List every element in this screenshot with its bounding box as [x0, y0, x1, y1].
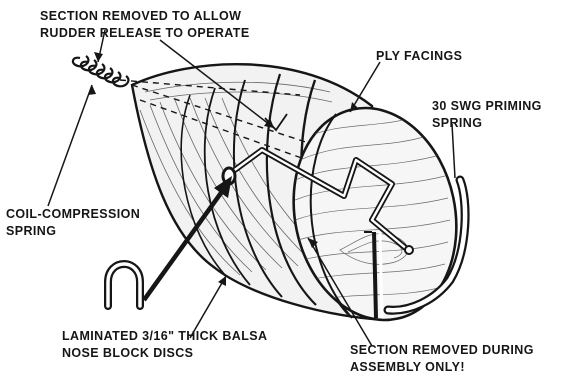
label-line: LAMINATED 3/16" THICK BALSA [62, 328, 267, 345]
label-line: NOSE BLOCK DISCS [62, 345, 267, 362]
label-line: RUDDER RELEASE TO OPERATE [40, 25, 250, 42]
label-coil-spring: COIL-COMPRESSION SPRING [6, 206, 140, 240]
label-line: SECTION REMOVED DURING [350, 342, 534, 359]
label-line: COIL-COMPRESSION [6, 206, 140, 223]
label-line: SPRING [6, 223, 140, 240]
label-line: PLY FACINGS [376, 48, 462, 65]
label-line: 30 SWG PRIMING [432, 98, 542, 115]
label-line: SPRING [432, 115, 542, 132]
u-spring-part [108, 264, 140, 306]
label-line: ASSEMBLY ONLY! [350, 359, 534, 376]
coil-compression-spring [73, 56, 129, 86]
label-section-removed-rudder: SECTION REMOVED TO ALLOW RUDDER RELEASE … [40, 8, 250, 42]
label-balsa-discs: LAMINATED 3/16" THICK BALSA NOSE BLOCK D… [62, 328, 267, 362]
label-line: SECTION REMOVED TO ALLOW [40, 8, 250, 25]
label-section-removed-assembly: SECTION REMOVED DURING ASSEMBLY ONLY! [350, 342, 534, 376]
label-ply-facings: PLY FACINGS [376, 48, 462, 65]
label-priming-spring: 30 SWG PRIMING SPRING [432, 98, 542, 132]
